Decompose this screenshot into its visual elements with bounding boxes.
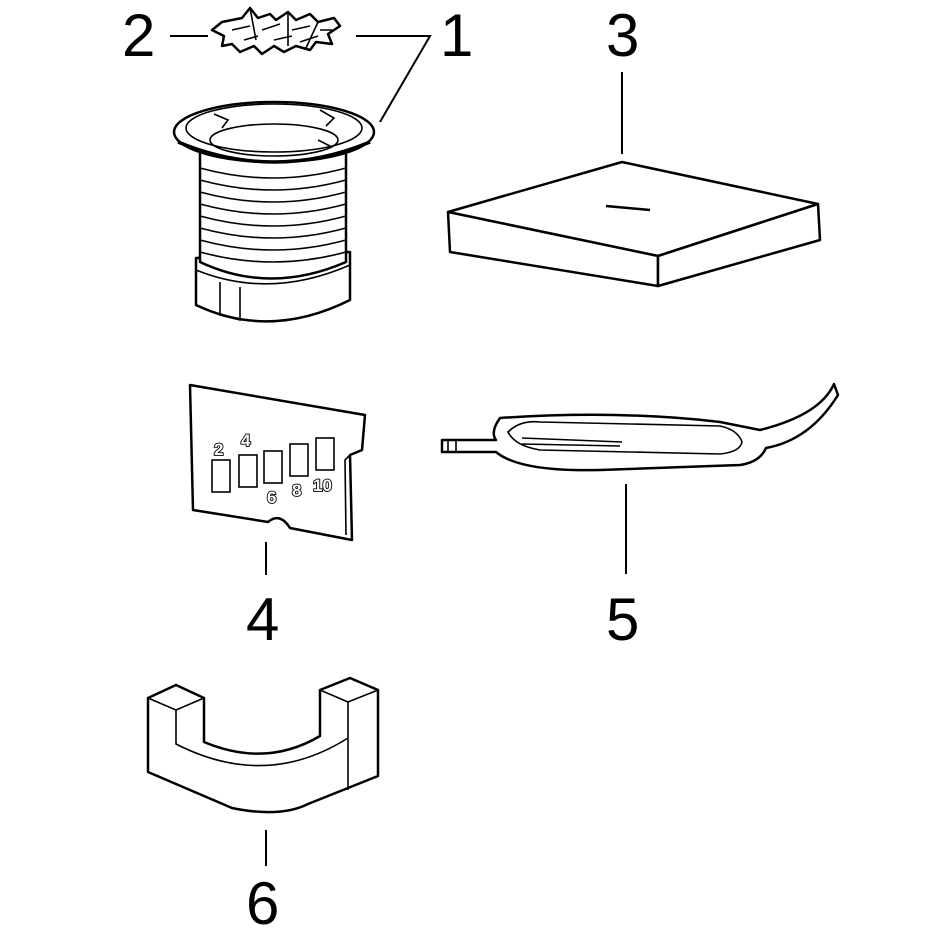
part-5-removal-tool [440,382,840,472]
part-4-height-gauge: 2 4 6 8 10 [188,383,367,542]
part-1-drain-body [172,100,376,323]
gauge-slot-10 [315,437,335,471]
gauge-mark-2: 2 [214,440,223,459]
callout-1: 1 [440,2,473,69]
part-6-u-spacer [146,676,380,814]
callout-3: 3 [606,2,639,69]
callout-6: 6 [246,870,279,937]
callout-5: 5 [606,586,639,653]
gauge-slot-8 [289,443,309,477]
gauge-mark-8: 8 [292,481,301,500]
part-2-hair-catcher [210,6,342,56]
gauge-mark-6: 6 [267,488,276,507]
part-3-cover-plate [446,160,822,288]
callout-2: 2 [122,2,155,69]
gauge-slot-2 [211,459,231,493]
gauge-mark-10: 10 [313,476,332,495]
leader-line-1 [356,35,432,123]
callout-4: 4 [246,586,279,653]
gauge-mark-4: 4 [241,431,251,450]
gauge-slot-6 [263,450,283,484]
gauge-slot-4 [238,454,258,488]
